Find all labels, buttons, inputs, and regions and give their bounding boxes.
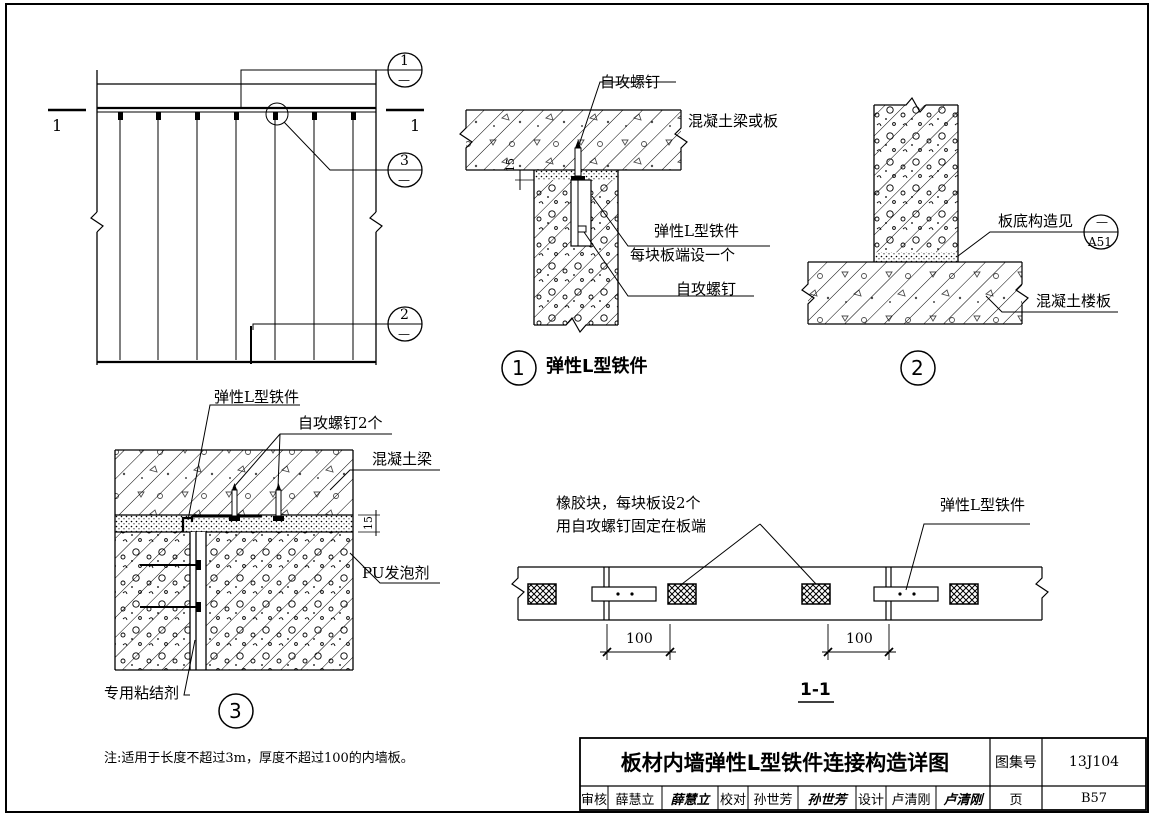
section-dim-right: 100 — [846, 631, 873, 647]
section-mark-left: 1 — [52, 116, 63, 135]
callout-1-sheet: — — [398, 73, 410, 87]
detail-3-screws-label: 自攻螺钉2个 — [298, 414, 383, 432]
reviewer-name: 薛慧立 — [615, 792, 655, 808]
detail-2-slab-label: 混凝土楼板 — [1036, 292, 1112, 310]
callout-2-number: 2 — [400, 307, 409, 323]
detail-2-number: 2 — [911, 356, 924, 380]
general-note: 注:适用于长度不超过3m，厚度不超过100的内墙板。 — [104, 751, 414, 766]
detail-1-beam-label: 混凝土梁或板 — [688, 112, 779, 130]
detail-3-foam-label: PU发泡剂 — [362, 564, 430, 582]
section-1-1-drawing — [511, 523, 1049, 703]
drawing-title: 板材内墙弹性L型铁件连接构造详图 — [620, 751, 950, 775]
design-label: 设计 — [857, 792, 884, 808]
check-label: 校对 — [719, 792, 746, 808]
detail-1-title: 弹性L型铁件 — [546, 356, 648, 377]
section-bracket-label: 弹性L型铁件 — [940, 496, 1025, 514]
detail-1-bracket-label: 弹性L型铁件 — [654, 222, 739, 240]
section-title: 1-1 — [800, 680, 831, 700]
detail-3-bracket-label: 弹性L型铁件 — [214, 388, 299, 406]
callout-3-number: 3 — [400, 153, 409, 169]
checker-name: 孙世芳 — [753, 792, 793, 808]
detail-2-ref-num: — — [1096, 215, 1108, 229]
detail-3-drawing — [114, 404, 440, 729]
section-rubber-label-line1: 橡胶块，每块板设2个 — [556, 494, 701, 512]
section-dim-left: 100 — [626, 631, 653, 647]
detail-2-drawing — [801, 96, 1119, 386]
detail-3-adhesive-label: 专用粘结剂 — [104, 684, 180, 702]
callout-2-sheet: — — [398, 327, 410, 341]
title-block-frame — [579, 737, 1147, 811]
detail-1-bracket-note: 每块板端设一个 — [630, 246, 736, 264]
detail-3-beam-label: 混凝土梁 — [372, 450, 433, 468]
page-number: B57 — [1080, 790, 1108, 806]
detail-3-dim-15: 15 — [362, 516, 375, 530]
reviewer-signature: 薛慧立 — [670, 792, 710, 808]
detail-1-number: 1 — [512, 356, 525, 380]
page-label: 页 — [1009, 792, 1023, 808]
section-mark-right: 1 — [410, 116, 421, 135]
detail-1-dim-15: 15 — [504, 158, 517, 172]
designer-signature: 卢清刚 — [943, 792, 983, 808]
designer-name: 卢清刚 — [891, 792, 931, 808]
detail-1-screw-label-2: 自攻螺钉 — [676, 280, 737, 298]
atlas-number: 13J104 — [1068, 754, 1120, 770]
detail-3-number: 3 — [229, 699, 242, 723]
atlas-label: 图集号 — [995, 755, 1037, 771]
wall-elevation — [48, 52, 424, 365]
callout-3-sheet: — — [398, 173, 410, 187]
checker-signature: 孙世芳 — [807, 792, 847, 808]
detail-1-screw-label: 自攻螺钉 — [600, 73, 661, 91]
detail-2-ref-label: 板底构造见 — [998, 212, 1074, 230]
detail-2-ref-sheet: A51 — [1088, 235, 1112, 249]
detail-1-drawing — [459, 81, 770, 386]
review-label: 审核 — [580, 792, 607, 808]
section-rubber-label-line2: 用自攻螺钉固定在板端 — [556, 517, 707, 535]
callout-1-number: 1 — [400, 53, 409, 69]
